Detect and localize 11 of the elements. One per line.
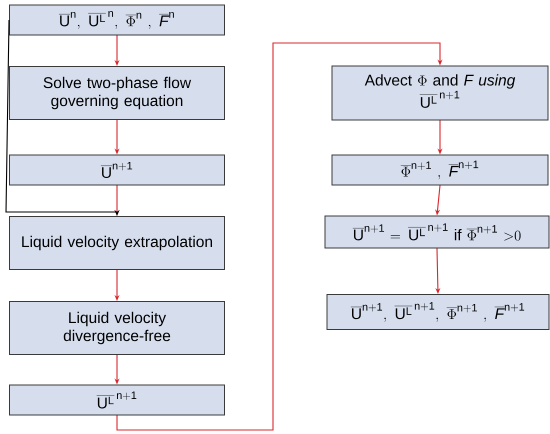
arrow [116, 42, 443, 431]
process-box: $\overline{\mathrm{U}}^{\mathrm{n{+}1}},\ \overline{\mathrm{U}^{\mathrm{L}}}^{\,\mathrm{n{+}1}},\ \overline{\Phi}^{\mathrm{n{+}1}}\ ,\ \overline{\mathit{F}}^{\mathrm{n{+}1}}$ [326, 294, 550, 330]
process-box: $\overline{\Phi}^{\mathrm{n{+}1}}\ ,\ \overline{\mathit{F}}^{\mathrm{n{+}1}}$ [332, 154, 548, 186]
process-box: Liquid velocity divergence-free [9, 301, 225, 355]
process-box: $\begin{array}{c}\mathrm{Advect}\ \Phi\ \mathrm{and}\ \mathit{F\ using}\\ \overline{\mathrm{U}^{\mathrm{L}}}^{\,\mathrm{n{+}1}}\end{array}$ [332, 66, 548, 120]
process-box: Liquid velocity extrapolation [9, 216, 225, 270]
process-box: $\overline{\mathrm{U}}^{\mathrm{n{+}1}}\!=\overline{\mathrm{U}^{\mathrm{L}}}^{\,\mathrm{n{+}1}}\ \mathrm{if}\ \overline{\Phi}^{\mathrm{n{+}1}}\ {>}0$ [324, 216, 550, 248]
process-box: $\overline{\mathrm{U}}^{\mathrm{n{+}1}}$ [9, 154, 225, 186]
process-box: Solve two-phase flow governing equation [9, 66, 225, 120]
process-box: $\overline{\mathrm{U}^{\mathrm{L}}}^{\,\mathrm{n{+}1}}$ [9, 384, 225, 416]
process-box: $\overline{\mathrm{U}}^{\mathrm{n}},\ \overline{\mathrm{U}^{\mathrm{L}}}^{\,\mathrm{n}},\ \overline{\Phi}^{\mathrm{n}}\ ,\ \overline{\mathit{F}}^{\mathrm{n}}$ [9, 4, 225, 36]
